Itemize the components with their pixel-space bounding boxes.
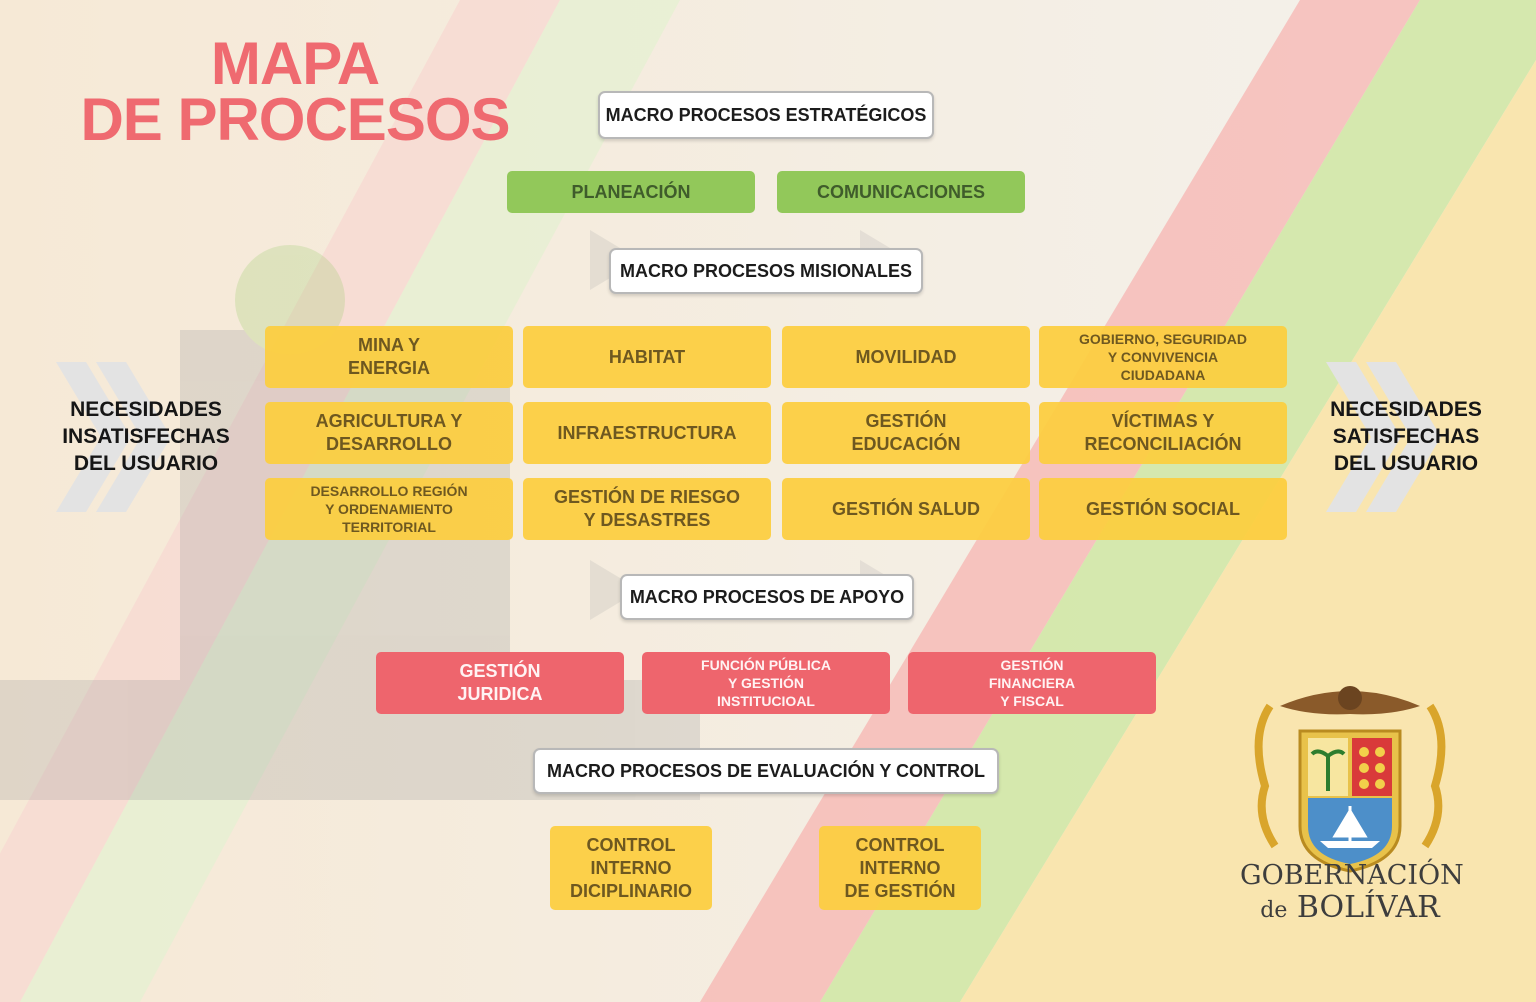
process-victimas: VÍCTIMAS Y RECONCILIACIÓN — [1039, 402, 1287, 464]
right-chevrons-icon — [1326, 362, 1441, 512]
process-movilidad: MOVILIDAD — [782, 326, 1030, 388]
process-gobierno-seguridad: GOBIERNO, SEGURIDAD Y CONVIVENCIA CIUDAD… — [1039, 326, 1287, 388]
process-desarrollo-region: DESARROLLO REGIÓN Y ORDENAMIENTO TERRITO… — [265, 478, 513, 540]
missional-header: MACRO PROCESOS MISIONALES — [609, 248, 923, 294]
logo-line-2-name: BOLÍVAR — [1296, 890, 1440, 925]
logo-line-2: de BOLÍVAR — [1240, 890, 1460, 925]
process-infraestructura: INFRAESTRUCTURA — [523, 402, 771, 464]
process-funcion-publica: FUNCIÓN PÚBLICA Y GESTIÓN INSTITUCIOAL — [642, 652, 890, 714]
process-control-gestion: CONTROL INTERNO DE GESTIÓN — [819, 826, 981, 910]
logo-line-2-prefix: de — [1260, 898, 1288, 923]
control-header: MACRO PROCESOS DE EVALUACIÓN Y CONTROL — [533, 748, 999, 794]
support-header: MACRO PROCESOS DE APOYO — [620, 574, 914, 620]
process-gestion-educacion: GESTIÓN EDUCACIÓN — [782, 402, 1030, 464]
process-gestion-social: GESTIÓN SOCIAL — [1039, 478, 1287, 540]
title-line-2: DE PROCESOS — [80, 86, 510, 153]
process-mina-energia: MINA Y ENERGIA — [265, 326, 513, 388]
process-gestion-financiera: GESTIÓN FINANCIERA Y FISCAL — [908, 652, 1156, 714]
process-gestion-salud: GESTIÓN SALUD — [782, 478, 1030, 540]
process-gestion-riesgo: GESTIÓN DE RIESGO Y DESASTRES — [523, 478, 771, 540]
process-habitat: HABITAT — [523, 326, 771, 388]
process-control-disciplinario: CONTROL INTERNO DICIPLINARIO — [550, 826, 712, 910]
strategic-header: MACRO PROCESOS ESTRATÉGICOS — [598, 91, 934, 139]
coat-of-arms-icon — [1254, 686, 1446, 873]
left-chevrons-icon — [56, 362, 171, 512]
process-agricultura: AGRICULTURA Y DESARROLLO — [265, 402, 513, 464]
process-planeacion: PLANEACIÓN — [507, 171, 755, 213]
process-gestion-juridica: GESTIÓN JURIDICA — [376, 652, 624, 714]
right-label: NECESIDADES SATISFECHAS DEL USUARIO — [1330, 398, 1482, 475]
page-title: MAPA DE PROCESOS — [60, 30, 530, 153]
process-comunicaciones: COMUNICACIONES — [777, 171, 1025, 213]
logo-line-1: GOBERNACIÓN — [1240, 860, 1464, 891]
title-line-1: MAPA — [210, 30, 380, 97]
left-label: NECESIDADES INSATISFECHAS DEL USUARIO — [62, 398, 230, 475]
